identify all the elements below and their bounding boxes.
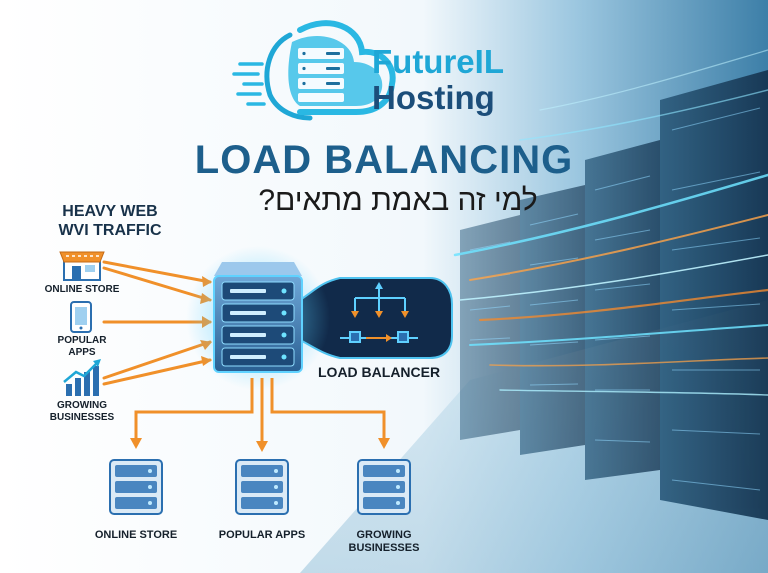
source-label-growing-businesses: GROWING BUSINESSES — [49, 400, 115, 423]
source-label-popular-apps: POPULAR APPS — [57, 335, 107, 358]
traffic-label-line1: HEAVY WEB — [62, 203, 158, 220]
backend-label-growing-businesses: GROWING BUSINESSES — [348, 529, 420, 554]
growth-chart-icon — [63, 359, 101, 396]
brand-logo-icon — [232, 20, 396, 121]
traffic-label-line2: WVI TRAFFIC — [58, 222, 162, 239]
brand-name-line1: FutureIL — [372, 43, 504, 80]
load-balancer-label: LOAD BALANCER — [318, 364, 441, 380]
page-subtitle: למי זה באמת מתאים? — [258, 184, 538, 217]
central-server-icon — [186, 246, 330, 390]
brand-name-line2: Hosting — [372, 79, 495, 116]
traffic-label: HEAVY WEB WVI TRAFFIC — [30, 202, 190, 240]
load-balancer-icon — [340, 282, 418, 343]
page-title: LOAD BALANCING — [194, 138, 574, 182]
backend-label-online-store: ONLINE STORE — [94, 529, 178, 541]
backend-server-icons — [109, 459, 411, 515]
source-label-online-store: ONLINE STORE — [44, 284, 120, 295]
store-icon — [59, 251, 105, 281]
distribution-arrows — [134, 378, 386, 444]
backend-label-popular-apps: POPULAR APPS — [218, 529, 306, 541]
phone-icon — [70, 301, 92, 333]
light-streaks — [453, 49, 768, 396]
